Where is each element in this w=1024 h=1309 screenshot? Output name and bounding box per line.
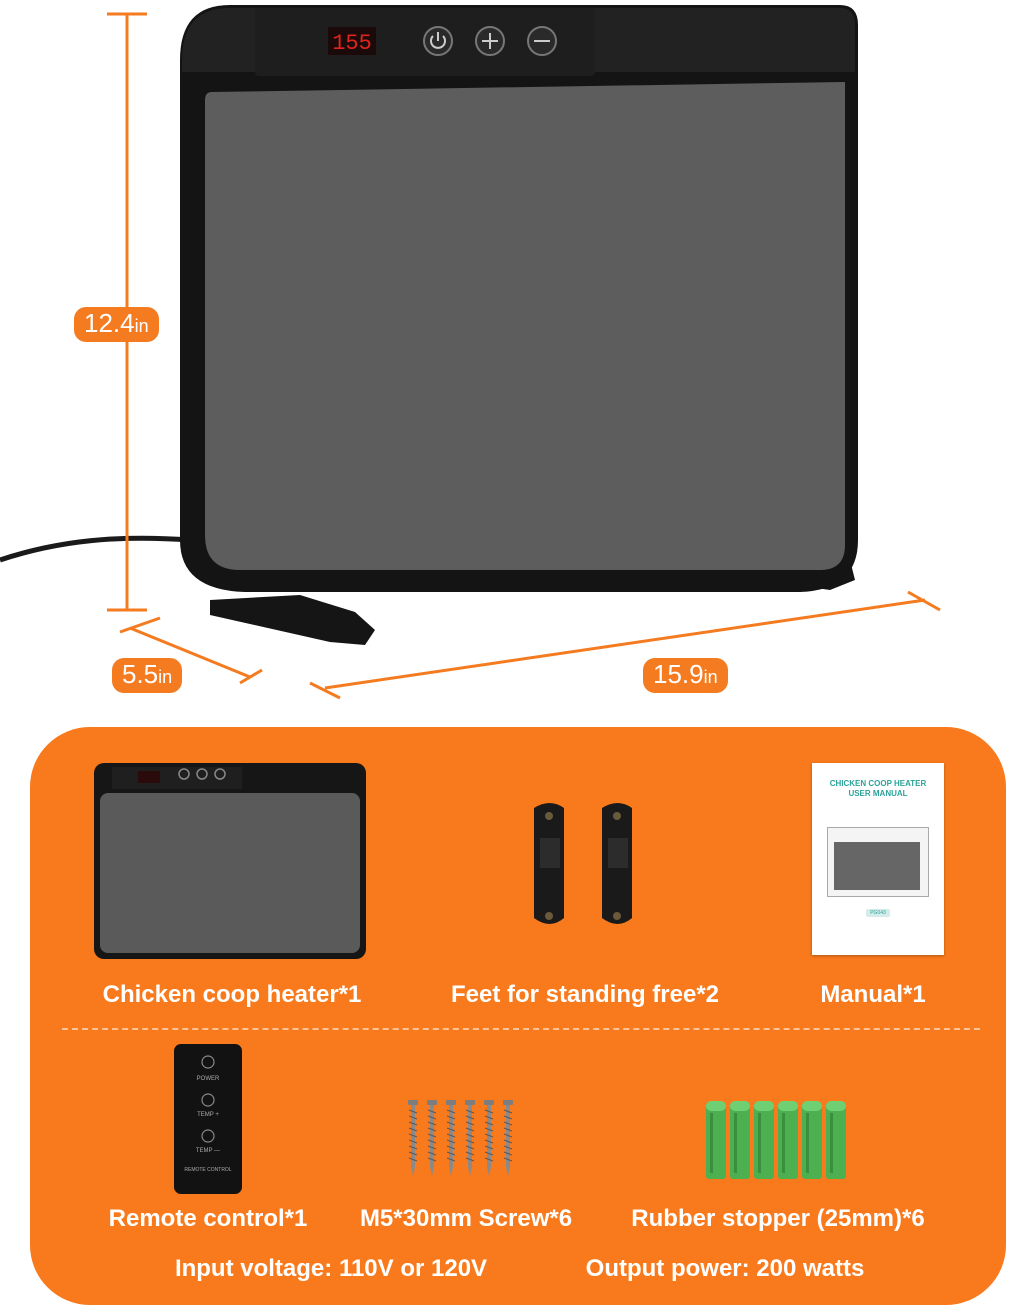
- manual-model: PG043: [866, 909, 890, 917]
- item-label-heater: Chicken coop heater*1: [102, 981, 362, 1008]
- feet-image: [534, 803, 632, 924]
- width-value: 15.9: [653, 659, 704, 689]
- manual-title: CHICKEN COOP HEATER USER MANUAL: [812, 779, 944, 799]
- foot-right: [602, 803, 632, 924]
- depth-unit: in: [158, 667, 173, 687]
- item-label-screws: M5*30mm Screw*6: [359, 1205, 573, 1232]
- rubber-stoppers-image: [706, 1101, 846, 1179]
- height-badge: 12.4in: [74, 307, 159, 342]
- depth-value: 5.5: [122, 659, 159, 689]
- depth-badge: 5.5in: [112, 658, 183, 693]
- rubber-stopper: [706, 1101, 726, 1179]
- spec-input-voltage: Input voltage: 110V or 120V: [174, 1255, 488, 1282]
- screws-image: [408, 1099, 514, 1177]
- item-label-feet: Feet for standing free*2: [450, 981, 720, 1008]
- mini-heater-image: [94, 763, 366, 959]
- remote-power-label: POWER: [197, 1076, 220, 1082]
- manual-title-line2: USER MANUAL: [848, 789, 908, 798]
- remote-temp-down-label: TEMP —: [196, 1148, 220, 1154]
- led-display: [328, 27, 376, 55]
- manual-image: CHICKEN COOP HEATER USER MANUAL PG043: [812, 763, 944, 955]
- width-dimension-line: [309, 590, 941, 700]
- front-foot: [210, 595, 375, 645]
- spec-output-power: Output power: 200 watts: [585, 1255, 865, 1282]
- depth-dimension-line: [119, 616, 263, 685]
- item-label-remote: Remote control*1: [108, 1205, 308, 1232]
- plus-button[interactable]: [475, 26, 505, 56]
- power-icon: [430, 35, 446, 49]
- remote-control-image: POWER TEMP + TEMP — REMOTE CONTROL: [174, 1044, 242, 1194]
- manual-heater-drawing: [827, 827, 929, 897]
- screw: [408, 1100, 418, 1176]
- remote-temp-up-label: TEMP +: [197, 1112, 219, 1118]
- led-readout: 155: [332, 31, 372, 56]
- power-cord: [0, 535, 191, 563]
- width-unit: in: [703, 667, 718, 687]
- heater-front-panel: [205, 82, 845, 570]
- minus-button[interactable]: [527, 26, 557, 56]
- height-unit: in: [134, 316, 149, 336]
- section-divider: [62, 1028, 980, 1030]
- power-button[interactable]: [423, 26, 453, 56]
- item-label-manual: Manual*1: [820, 981, 926, 1008]
- heater-illustration: 155: [0, 5, 941, 700]
- remote-footer-label: REMOTE CONTROL: [184, 1167, 231, 1173]
- height-value: 12.4: [84, 308, 135, 338]
- foot-left: [534, 803, 564, 924]
- item-label-stoppers: Rubber stopper (25mm)*6: [631, 1205, 925, 1232]
- width-badge: 15.9in: [643, 658, 728, 693]
- manual-title-line1: CHICKEN COOP HEATER: [829, 779, 927, 788]
